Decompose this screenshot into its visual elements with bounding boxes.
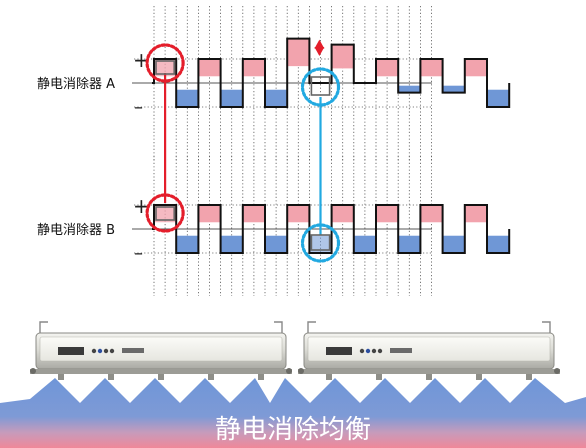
waveform-b-trace xyxy=(152,204,511,254)
positive-pulse-fill xyxy=(464,59,487,77)
negative-pulse-fill xyxy=(309,235,332,253)
negative-pulse-fill xyxy=(265,235,288,253)
emitter-needle xyxy=(326,374,332,380)
positive-highlight-ring-a xyxy=(145,43,185,83)
waveform-a-trace xyxy=(152,37,511,108)
emitter-needle xyxy=(258,374,264,380)
eliminator-device-a xyxy=(30,321,292,380)
positive-highlight-ring-b xyxy=(145,193,185,233)
device-indicator-light xyxy=(91,348,97,354)
negative-highlight-ring-a xyxy=(300,67,341,107)
positive-sample-box-a xyxy=(155,60,176,75)
positive-pulse-fill xyxy=(287,38,310,67)
positive-pulse-fill xyxy=(198,205,221,223)
negative-pulse-fill xyxy=(220,89,243,107)
waveform-b-label: 静电消除器 B xyxy=(37,223,115,238)
positive-pulse-fill xyxy=(242,205,265,223)
negative-pulse-fill xyxy=(176,89,199,107)
negative-pulse-fill xyxy=(442,85,465,93)
device-rail xyxy=(30,369,292,374)
waveform-b-minus-sign: – xyxy=(134,243,143,264)
positive-pulse-fill xyxy=(376,59,399,77)
device-panel xyxy=(307,336,551,362)
ion-balance-field xyxy=(0,378,586,448)
emitter-needle xyxy=(108,374,114,380)
device-label-strip xyxy=(390,348,412,353)
positive-pulse-fill xyxy=(242,59,265,77)
eliminator-devices xyxy=(30,321,560,380)
positive-pulse-fill xyxy=(420,205,443,223)
emitter-needle xyxy=(526,374,532,380)
device-panel xyxy=(39,336,283,362)
waveform-b-grid xyxy=(134,156,432,296)
eliminator-device-b xyxy=(298,321,560,380)
device-indicator-light xyxy=(109,348,115,354)
device-end-cap-left xyxy=(298,368,304,374)
negative-pulse-fill xyxy=(487,89,510,107)
positive-pulse-fill xyxy=(331,205,354,223)
device-indicator-light xyxy=(103,348,109,354)
positive-pulse-fill xyxy=(464,205,487,223)
emitter-needle xyxy=(208,374,214,380)
waveform-b-fills xyxy=(154,205,510,253)
balance-banner-text: 静电消除均衡 xyxy=(215,415,371,445)
positive-pulse-fill xyxy=(376,205,399,223)
amplitude-arrow-head-up xyxy=(314,39,325,49)
waveform-a-fills xyxy=(154,38,510,107)
negative-pulse-fill xyxy=(353,235,376,253)
amplitude-difference-arrow xyxy=(314,39,325,56)
device-display xyxy=(58,347,84,355)
negative-sample-box-a xyxy=(310,76,331,96)
negative-pulse-fill xyxy=(487,235,510,253)
device-indicator-light xyxy=(365,348,371,354)
device-indicator-light xyxy=(359,348,365,354)
negative-pulse-fill xyxy=(220,235,243,253)
negative-pulse-fill xyxy=(265,89,288,107)
positive-sample-box-b xyxy=(155,206,176,221)
emitter-needle xyxy=(476,374,482,380)
waveform-a: 静电消除器 A + – xyxy=(37,6,511,160)
device-label-strip xyxy=(122,348,144,353)
positive-pulse-fill xyxy=(154,59,177,77)
device-indicator-light xyxy=(97,348,103,354)
amplitude-arrow-head-down xyxy=(314,47,325,56)
device-end-cap-right xyxy=(286,368,292,374)
negative-pulse-fill xyxy=(176,235,199,253)
waveform-a-plus-sign: + xyxy=(133,48,150,72)
positive-pulse-fill xyxy=(287,205,310,223)
waveform-a-minus-sign: – xyxy=(134,97,143,118)
negative-pulse-fill xyxy=(398,85,421,93)
negative-highlight-ring-b xyxy=(300,223,341,263)
device-indicator-light xyxy=(377,348,383,354)
negative-pulse-fill xyxy=(398,235,421,253)
device-indicator-light xyxy=(371,348,377,354)
waveform-b: 静电消除器 B + – xyxy=(37,156,511,296)
positive-pulse-fill xyxy=(198,59,221,77)
positive-pulse-fill xyxy=(420,59,443,77)
device-rail xyxy=(298,369,560,374)
positive-pulse-fill xyxy=(331,44,354,69)
negative-pulse-fill xyxy=(442,235,465,253)
device-end-cap-left xyxy=(30,368,36,374)
negative-sample-box-b xyxy=(310,234,331,251)
emitter-needle xyxy=(58,374,64,380)
emitter-needle xyxy=(426,374,432,380)
device-end-cap-right xyxy=(554,368,560,374)
waveform-connectors xyxy=(145,43,341,263)
device-display xyxy=(326,347,352,355)
waveform-a-label: 静电消除器 A xyxy=(37,77,115,92)
emitter-needle xyxy=(376,374,382,380)
waveform-b-plus-sign: + xyxy=(133,194,150,218)
positive-pulse-fill xyxy=(154,205,177,223)
emitter-needle xyxy=(158,374,164,380)
